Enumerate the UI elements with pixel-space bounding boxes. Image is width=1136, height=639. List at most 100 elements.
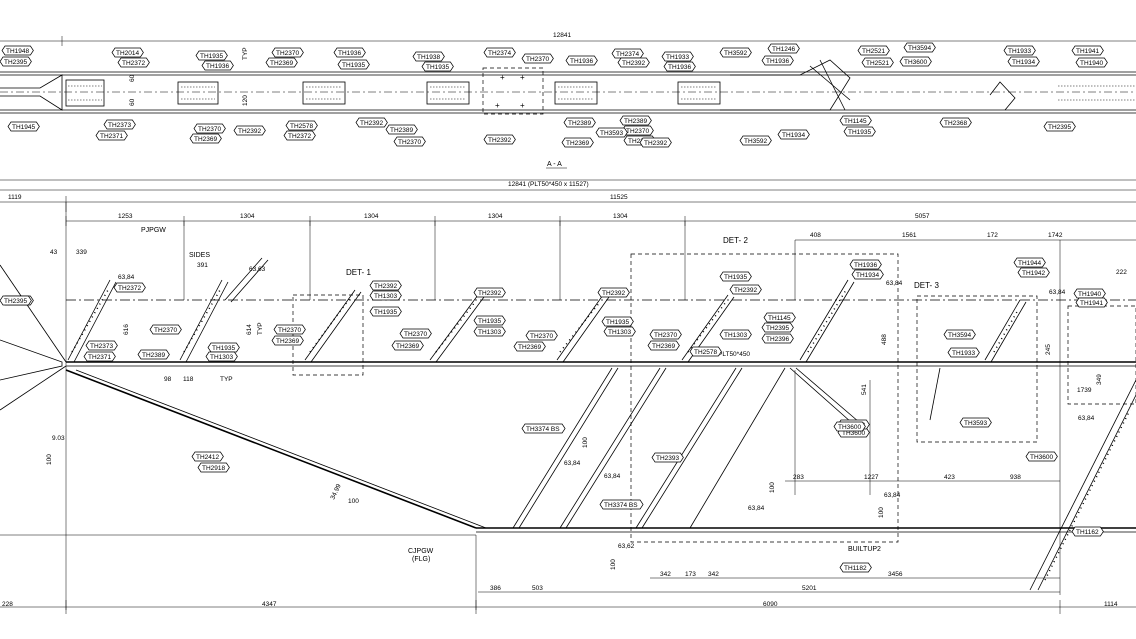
plan-tag: TH2396 bbox=[761, 333, 794, 344]
svg-text:63,62: 63,62 bbox=[618, 543, 635, 550]
elevation-tag: TH1935 bbox=[421, 61, 454, 72]
svg-text:TH3374 BS: TH3374 BS bbox=[526, 426, 560, 433]
svg-text:100: 100 bbox=[769, 482, 776, 493]
elevation-tag: TH2392 bbox=[617, 57, 650, 68]
builtup-label: BUILTUP2 bbox=[848, 546, 881, 553]
svg-text:TH2369: TH2369 bbox=[194, 136, 218, 143]
plan-tag: TH1935 bbox=[473, 315, 506, 326]
elevation-tag: TH2374 bbox=[483, 47, 516, 58]
plan-tag: TH3593 bbox=[959, 417, 992, 428]
panel-dim-2: 1304 bbox=[240, 213, 255, 220]
svg-text:100: 100 bbox=[878, 507, 885, 518]
svg-text:TH2369: TH2369 bbox=[396, 343, 420, 350]
plan-tag: TH2393 bbox=[651, 452, 684, 463]
elevation-tag: TH2521 bbox=[861, 57, 894, 68]
svg-text:TH2395: TH2395 bbox=[1048, 124, 1072, 131]
svg-text:TH2370: TH2370 bbox=[530, 333, 554, 340]
svg-text:TH1941: TH1941 bbox=[1080, 300, 1104, 307]
svg-text:TH2370: TH2370 bbox=[198, 126, 222, 133]
plan-tag: TH2369 bbox=[271, 335, 304, 346]
svg-text:TH2395: TH2395 bbox=[4, 59, 28, 66]
svg-text:TH1934: TH1934 bbox=[782, 132, 806, 139]
plan-tag: TH1933 bbox=[947, 347, 980, 358]
elevation-tag: TH2392 bbox=[639, 137, 672, 148]
svg-text:TH1303: TH1303 bbox=[724, 332, 748, 339]
plan-tag: TH3374 BS bbox=[599, 499, 644, 510]
elevation-tag: TH1936 bbox=[201, 60, 234, 71]
elevation-tag: TH2370 bbox=[271, 47, 304, 58]
svg-text:TH1303: TH1303 bbox=[210, 354, 234, 361]
svg-text:TH1162: TH1162 bbox=[1076, 529, 1099, 536]
svg-text:TH1246: TH1246 bbox=[772, 46, 796, 53]
elevation-tag: TH1948 bbox=[1, 45, 34, 56]
bottom-dim-3: 6090 bbox=[763, 601, 778, 608]
svg-text:TH1938: TH1938 bbox=[417, 54, 441, 61]
svg-text:TH3600: TH3600 bbox=[842, 430, 866, 437]
elevation-tag: TH1938 bbox=[412, 51, 445, 62]
elevation-tag: TH2370 bbox=[521, 53, 554, 64]
svg-text:TH1182: TH1182 bbox=[844, 565, 867, 572]
elevation-tag: TH2578 bbox=[285, 120, 318, 131]
svg-text:TH3593: TH3593 bbox=[600, 130, 624, 137]
elevation-tag: TH2373 bbox=[103, 119, 136, 130]
svg-text:503: 503 bbox=[532, 585, 543, 592]
elevation-tag: TH2368 bbox=[939, 117, 972, 128]
svg-text:63,63: 63,63 bbox=[249, 266, 266, 273]
plan-tag: TH2392 bbox=[473, 287, 506, 298]
top-dim-main: 11525 bbox=[610, 194, 628, 201]
svg-text:TH2392: TH2392 bbox=[602, 290, 626, 297]
svg-text:TH3600: TH3600 bbox=[838, 424, 862, 431]
panel-dim-1: 1253 bbox=[118, 213, 133, 220]
svg-text:349: 349 bbox=[1096, 374, 1103, 385]
svg-text:TH2392: TH2392 bbox=[734, 287, 758, 294]
svg-text:TH3374 BS: TH3374 BS bbox=[604, 502, 638, 509]
svg-text:100: 100 bbox=[582, 437, 589, 448]
bottom-dim-1: 228 bbox=[2, 601, 13, 608]
plan-tag: TH2412 bbox=[191, 451, 224, 462]
flg-label: (FLG) bbox=[412, 556, 430, 563]
elevation-tag: TH2392 bbox=[483, 134, 516, 145]
svg-text:TH1936: TH1936 bbox=[338, 50, 362, 57]
svg-text:TH2393: TH2393 bbox=[656, 455, 680, 462]
svg-text:TH3592: TH3592 bbox=[744, 138, 768, 145]
elevation-tag: TH2521 bbox=[857, 45, 890, 56]
svg-text:173: 173 bbox=[685, 571, 696, 578]
svg-text:TH2389: TH2389 bbox=[624, 118, 648, 125]
plan-tag: TH2918 bbox=[197, 462, 230, 473]
elevation-tag: TH2372 bbox=[283, 130, 316, 141]
svg-text:TH2392: TH2392 bbox=[622, 60, 646, 67]
svg-text:9.03: 9.03 bbox=[52, 435, 65, 442]
svg-text:TH2370: TH2370 bbox=[626, 128, 650, 135]
bottom-dim-2: 4347 bbox=[262, 601, 277, 608]
elevation-tag: TH2370 bbox=[193, 123, 226, 134]
plan-tag: TH1303 bbox=[205, 351, 238, 362]
elevation-tag: TH1940 bbox=[1075, 57, 1108, 68]
svg-text:TH1934: TH1934 bbox=[856, 272, 880, 279]
plan-tag: TH1940 bbox=[1073, 288, 1106, 299]
svg-text:+: + bbox=[495, 101, 500, 110]
elevation-tag: TH1936 bbox=[565, 55, 598, 66]
svg-text:TH1303: TH1303 bbox=[608, 329, 632, 336]
cjpgw-label: CJPGW bbox=[408, 548, 434, 555]
plan-tag: TH1145 bbox=[763, 312, 796, 323]
svg-text:TH1935: TH1935 bbox=[478, 318, 502, 325]
panel-dim-7: 408 bbox=[810, 232, 821, 239]
plan-tag: TH1934 bbox=[851, 269, 884, 280]
elev-dim-3: 120 bbox=[242, 95, 249, 106]
svg-text:TH1944: TH1944 bbox=[1018, 260, 1042, 267]
det4-box bbox=[1067, 305, 1136, 405]
elevation-view: 12841 bbox=[0, 32, 1136, 169]
svg-text:100: 100 bbox=[610, 559, 617, 570]
svg-text:TYP: TYP bbox=[242, 47, 249, 60]
elevation-tag: TH1935 bbox=[337, 59, 370, 70]
elevation-tag: TH2389 bbox=[619, 115, 652, 126]
svg-text:TH1942: TH1942 bbox=[1022, 270, 1046, 277]
svg-text:TH2392: TH2392 bbox=[644, 140, 668, 147]
elevation-tag: TH1935 bbox=[195, 50, 228, 61]
panel-dim-4: 1304 bbox=[488, 213, 503, 220]
plan-tag: TH2395 bbox=[761, 322, 794, 333]
plan-tag: TH2373 bbox=[85, 340, 118, 351]
plan-tag: TH1942 bbox=[1017, 267, 1050, 278]
svg-text:63,84: 63,84 bbox=[1049, 289, 1066, 296]
svg-text:98: 98 bbox=[164, 376, 172, 383]
